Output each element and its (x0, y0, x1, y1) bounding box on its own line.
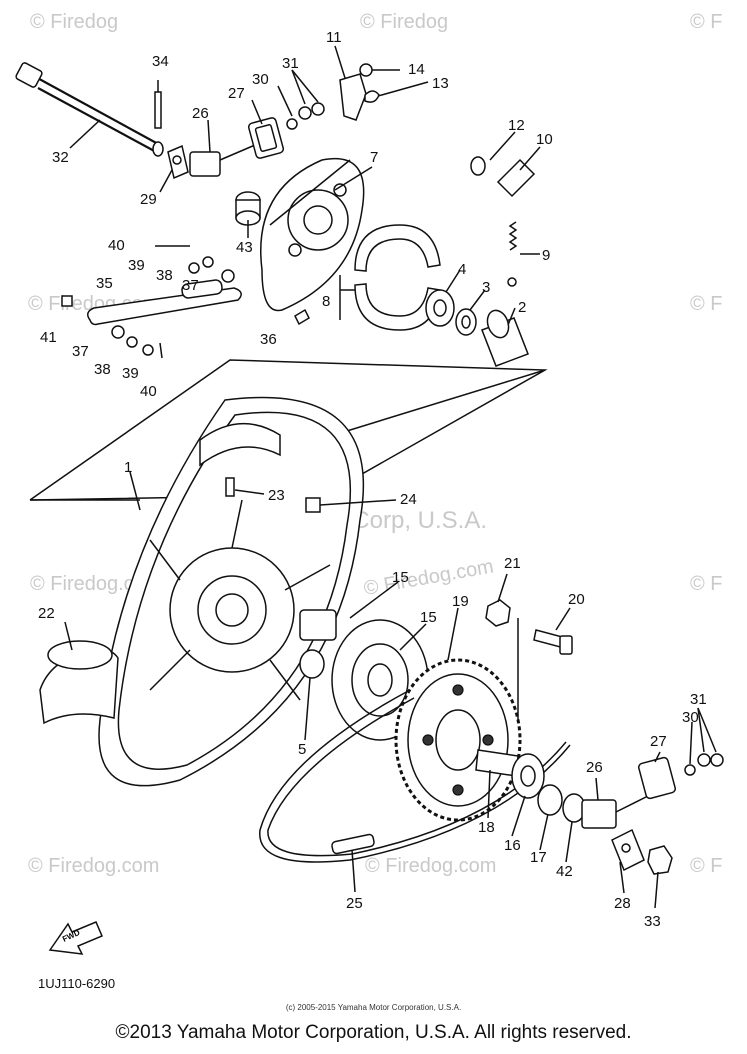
bearing-spacer-group (425, 156, 536, 367)
callout-37-bottom: 37 (72, 343, 89, 360)
brake-shoes-8 (339, 224, 441, 331)
callout-37-top: 37 (182, 277, 199, 294)
brake-hub-cam-group (154, 63, 380, 226)
callout-1: 1 (124, 459, 132, 476)
callout-40-top: 40 (108, 237, 125, 254)
callout-24: 24 (400, 491, 417, 508)
callout-16: 16 (504, 837, 521, 854)
callout-10: 10 (536, 131, 553, 148)
callout-5: 5 (298, 741, 306, 758)
final-drive-group (475, 599, 724, 875)
callout-27-bottom: 27 (650, 733, 667, 750)
watermark-bottom-center: © Firedog.com (365, 855, 496, 877)
callout-21: 21 (504, 555, 521, 572)
fwd-arrow-icon: FWD (48, 921, 103, 955)
callout-28: 28 (614, 895, 631, 912)
callout-3: 3 (482, 279, 490, 296)
callout-2: 2 (518, 299, 526, 316)
callout-25: 25 (346, 895, 363, 912)
callout-34: 34 (152, 53, 169, 70)
part-callouts: 34 11 14 13 31 30 27 26 32 29 12 10 7 43… (38, 29, 707, 930)
callout-27-top: 27 (228, 85, 245, 102)
callout-31-bottom: 31 (690, 691, 707, 708)
callout-18: 18 (478, 819, 495, 836)
callout-30-top: 30 (252, 71, 269, 88)
callout-22: 22 (38, 605, 55, 622)
callout-23: 23 (268, 487, 285, 504)
callout-15-a: 15 (392, 569, 409, 586)
fine-print: (c) 2005-2015 Yamaha Motor Corporation, … (285, 1003, 462, 1012)
watermark-left-3: © Firedog.com (28, 855, 159, 877)
callout-26-bottom: 26 (586, 759, 603, 776)
callout-33: 33 (644, 913, 661, 930)
watermark-right-3: © F (690, 855, 723, 877)
diagram-code: 1UJ110-6290 (38, 976, 116, 991)
callout-31-top: 31 (282, 55, 299, 72)
callout-30-bottom: 30 (682, 709, 699, 726)
callout-13: 13 (432, 75, 449, 92)
callout-35: 35 (96, 275, 113, 292)
callout-17: 17 (530, 849, 547, 866)
wheel-and-fender (29, 359, 548, 787)
torque-rod-35 (61, 245, 310, 359)
callout-41: 41 (40, 329, 57, 346)
callout-12: 12 (508, 117, 525, 134)
watermark-top-right: © F (690, 11, 723, 33)
callout-32: 32 (52, 149, 69, 166)
callout-42: 42 (556, 863, 573, 880)
callout-8: 8 (322, 293, 330, 310)
watermark-right-1: © F (690, 293, 723, 315)
callout-11: 11 (326, 29, 342, 46)
callout-38-bottom: 38 (94, 361, 111, 378)
watermark-top-center: © Firedog (360, 11, 448, 33)
watermark-top-left: © Firedog (30, 11, 118, 33)
callout-29: 29 (140, 191, 157, 208)
callout-7: 7 (370, 149, 378, 166)
callout-9: 9 (542, 247, 550, 264)
brake-panel-7 (260, 157, 365, 312)
callout-20: 20 (568, 591, 585, 608)
watermark-right-2: © F (690, 573, 723, 595)
callout-14: 14 (408, 61, 425, 78)
callout-40-bottom: 40 (140, 383, 157, 400)
sprocket-19 (394, 658, 522, 822)
callout-19: 19 (452, 593, 469, 610)
callout-26-top: 26 (192, 105, 209, 122)
callout-43: 43 (236, 239, 253, 256)
callout-36: 36 (260, 331, 277, 348)
axle-32 (15, 62, 164, 157)
callout-39-bottom: 39 (122, 365, 139, 382)
callout-38-top: 38 (156, 267, 173, 284)
leader-lines (64, 45, 717, 909)
callout-39-top: 39 (128, 257, 145, 274)
chain-25 (259, 689, 571, 863)
copyright-notice: ©2013 Yamaha Motor Corporation, U.S.A. A… (115, 1022, 632, 1043)
callout-15: 15 (420, 609, 437, 626)
callout-4: 4 (458, 261, 466, 278)
